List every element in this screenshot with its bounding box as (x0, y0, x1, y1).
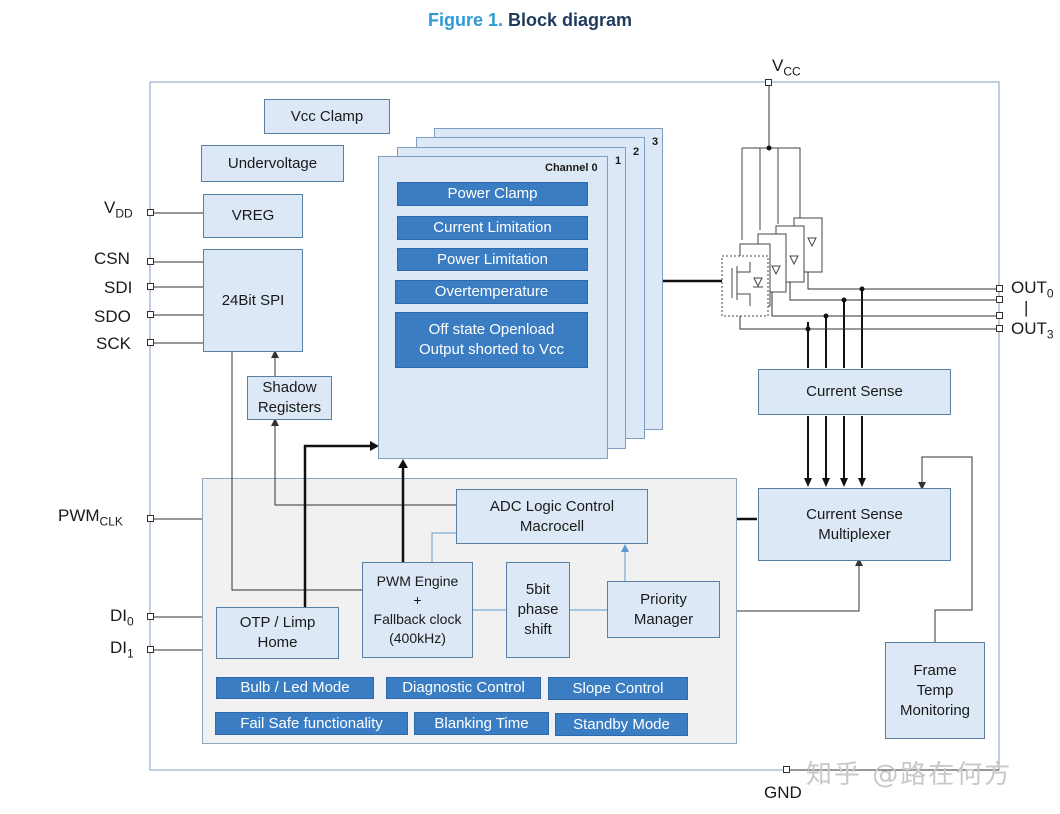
openload-line-1: Off state Openload (428, 321, 555, 338)
frame-line-2: Temp (916, 681, 954, 699)
out3-label-sub: 3 (1046, 327, 1054, 342)
di1-label-sub: 1 (127, 646, 134, 661)
priority-manager-block: Priority Manager (607, 581, 720, 638)
feature-blanking-time: Blanking Time (414, 712, 549, 735)
csn-pad (147, 258, 154, 265)
vdd-label-sub: DD (115, 206, 133, 221)
out1-pad (996, 296, 1003, 303)
mux-line-1: Current Sense (806, 505, 903, 523)
figure-number: Figure 1. (427, 10, 503, 30)
sdi-pad (147, 283, 154, 290)
feature-fail-safe: Fail Safe functionality (215, 712, 408, 735)
adc-logic-block: ADC Logic Control Macrocell (456, 489, 648, 544)
openload-function: Off state Openload Output shorted to Vcc (395, 312, 588, 368)
spi-block: 24Bit SPI (203, 249, 303, 352)
feature-bulb-led-mode: Bulb / Led Mode (216, 677, 374, 699)
sdo-pin-label: SDO (94, 307, 131, 326)
vcc-pin-label: VCC (772, 56, 801, 78)
mux-line-2: Multiplexer (818, 525, 891, 543)
gnd-pad (783, 766, 790, 773)
channel-0-label: Channel 0 (545, 162, 598, 174)
current-sense-block: Current Sense (758, 369, 951, 415)
figure-caption: Block diagram (507, 10, 633, 30)
pwmclk-pad (147, 515, 154, 522)
channel-0-card (378, 156, 608, 459)
sdi-pin-label: SDI (104, 278, 133, 297)
out3-pad (996, 325, 1003, 332)
overtemperature-function: Overtemperature (395, 280, 588, 304)
channel-2-label: 2 (633, 146, 640, 158)
openload-line-2: Output shorted to Vcc (418, 341, 565, 358)
pwmclk-label-text: PWM (58, 506, 100, 525)
vcc-clamp-block: Vcc Clamp (264, 99, 390, 134)
undervoltage-block: Undervoltage (201, 145, 344, 182)
pwm-line-2: + (413, 592, 422, 608)
watermark: 知乎 @路在何方 (806, 760, 1013, 790)
di1-pin-label: DI1 (110, 638, 134, 660)
out-separator: | (1024, 298, 1029, 317)
channel-1-label: 1 (615, 155, 622, 167)
shadow-line-2: Registers (257, 399, 322, 416)
di0-label-text: DI (110, 606, 127, 625)
di0-label-sub: 0 (127, 614, 134, 629)
frame-line-1: Frame (913, 661, 957, 679)
figure-title: Figure 1. Block diagram (0, 10, 1060, 31)
pwmclk-label-sub: CLK (99, 514, 123, 529)
out3-label-text: OUT (1011, 319, 1047, 338)
out3-pin-label: OUT3 (1011, 319, 1054, 341)
phase-shift-block: 5bit phase shift (506, 562, 570, 658)
current-sense-mux-block: Current Sense Multiplexer (758, 488, 951, 561)
di0-pin-label: DI0 (110, 606, 134, 628)
shadow-line-1: Shadow (262, 379, 317, 396)
vcc-label-sub: CC (783, 64, 801, 79)
vreg-block: VREG (203, 194, 303, 238)
vcc-label-text: V (772, 56, 784, 75)
vcc-pad (765, 79, 772, 86)
out0-label-sub: 0 (1046, 286, 1054, 301)
shadow-registers-block: Shadow Registers (247, 376, 332, 420)
pwm-engine-block: PWM Engine + Fallback clock (400kHz) (362, 562, 473, 658)
di1-pad (147, 646, 154, 653)
priority-line-2: Manager (633, 610, 694, 628)
gnd-pin-label: GND (764, 783, 802, 802)
out0-pad (996, 285, 1003, 292)
vdd-pad (147, 209, 154, 216)
phase-line-3: shift (524, 621, 552, 638)
otp-limp-home-block: OTP / Limp Home (216, 607, 339, 659)
phase-line-2: phase (517, 601, 559, 618)
feature-slope-control: Slope Control (548, 677, 688, 700)
pwm-line-1: PWM Engine (376, 573, 459, 589)
csn-pin-label: CSN (94, 249, 130, 268)
pwm-line-4: (400kHz) (389, 630, 446, 646)
sck-pad (147, 339, 154, 346)
current-limitation-function: Current Limitation (397, 216, 588, 240)
out0-pin-label: OUT0 (1011, 278, 1054, 300)
out2-pad (996, 312, 1003, 319)
pwm-line-3: Fallback clock (373, 611, 462, 627)
priority-line-1: Priority (640, 590, 687, 608)
frame-temp-block: Frame Temp Monitoring (885, 642, 985, 739)
feature-standby-mode: Standby Mode (555, 713, 688, 736)
di0-pad (147, 613, 154, 620)
out0-label-text: OUT (1011, 278, 1047, 297)
power-clamp-function: Power Clamp (397, 182, 588, 206)
pwmclk-pin-label: PWMCLK (58, 506, 123, 528)
phase-line-1: 5bit (525, 581, 551, 598)
power-limitation-function: Power Limitation (397, 248, 588, 271)
chip-outline (149, 81, 1000, 771)
otp-line-2: Home (257, 634, 298, 651)
mosfet-stack (721, 147, 823, 317)
adc-line-1: ADC Logic Control (489, 497, 615, 515)
feature-diagnostic-control: Diagnostic Control (386, 677, 541, 699)
di1-label-text: DI (110, 638, 127, 657)
vdd-pin-label: VDD (104, 198, 133, 220)
sck-pin-label: SCK (96, 334, 131, 353)
adc-line-2: Macrocell (519, 517, 585, 535)
sdo-pad (147, 311, 154, 318)
frame-line-3: Monitoring (899, 701, 971, 719)
output-wires (739, 272, 999, 330)
otp-line-1: OTP / Limp (239, 614, 316, 631)
channel-3-label: 3 (652, 136, 659, 148)
vdd-label-text: V (104, 198, 116, 217)
